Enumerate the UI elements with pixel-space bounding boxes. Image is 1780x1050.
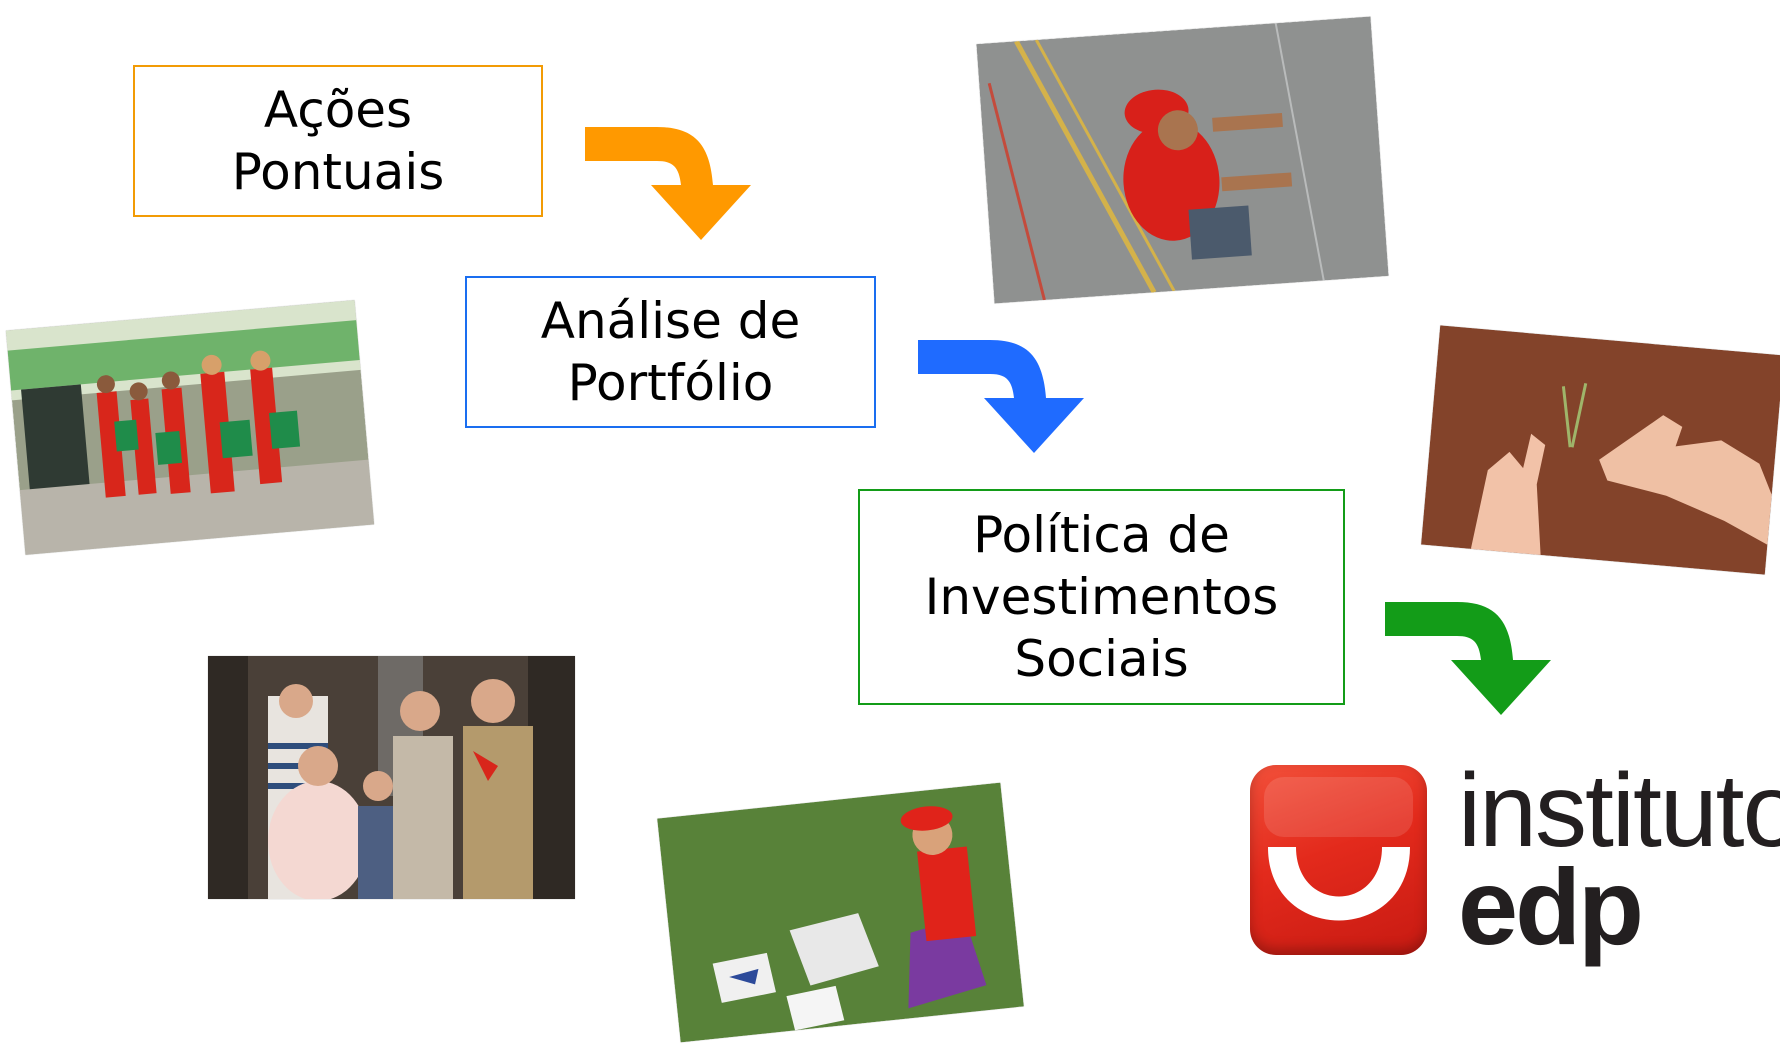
arrow-2-shape [918,340,1084,453]
arrow-3-shape [1385,602,1551,715]
step-2-line-2: Portfólio [567,354,774,412]
step-1-line-1: Ações [263,81,413,139]
step-box-analise-de-portfolio: Análise de Portfólio [465,276,876,428]
step-3-line-1: Política de [973,506,1230,564]
curved-down-arrow-icon [585,127,751,240]
curved-down-arrow-icon [918,340,1084,453]
step-box-politica-de-investimentos-sociais: Política de Investimentos Sociais [858,489,1345,705]
logo-word-instituto: instituto [1458,753,1780,869]
school-kids-photo [5,300,375,555]
instituto-edp-logo: instituto edp [1250,756,1780,967]
step-2-line-1: Análise de [540,292,801,350]
step-3-line-3: Sociais [1014,630,1189,688]
step-3-line-2: Investimentos [924,568,1279,626]
step-1-line-2: Pontuais [231,143,445,201]
edp-logo-square [1250,765,1427,955]
theater-cast-photo [208,656,575,899]
child-on-grass-photo [657,782,1024,1043]
edp-smile-icon [1264,777,1413,921]
chalk-drawing-photo [976,16,1389,304]
planting-soil-photo [1421,325,1780,575]
arrow-1-shape [585,127,751,240]
step-box-acoes-pontuais: Ações Pontuais [133,65,543,217]
logo-word-edp: edp [1458,846,1644,967]
curved-down-arrow-icon [1385,602,1551,715]
